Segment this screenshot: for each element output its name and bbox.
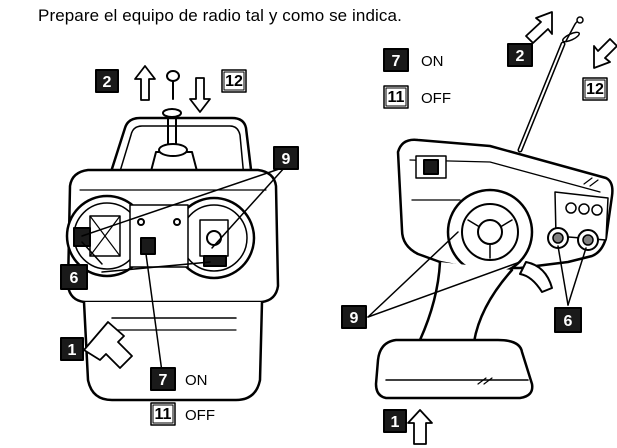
- label-box-6-left: 6: [60, 264, 88, 290]
- svg-text:9: 9: [350, 310, 359, 327]
- svg-text:1: 1: [391, 414, 400, 431]
- label-box-1-left: 1: [60, 337, 84, 361]
- label-box-2-right: 2: [507, 43, 533, 67]
- label-box-6-right: 6: [554, 307, 582, 333]
- arrow-up-icon: [525, 11, 553, 44]
- svg-text:7: 7: [392, 53, 401, 70]
- svg-text:2: 2: [516, 48, 525, 65]
- antenna-icon: [501, 16, 584, 165]
- off-label-left: OFF: [185, 407, 215, 424]
- svg-text:2: 2: [103, 74, 112, 91]
- svg-text:12: 12: [225, 73, 243, 90]
- label-box-11-left: 11: [150, 402, 176, 426]
- svg-text:1: 1: [68, 342, 77, 359]
- arrow-down-icon: [593, 38, 617, 69]
- svg-text:11: 11: [155, 406, 172, 423]
- arrow-up-icon: [83, 321, 133, 369]
- svg-text:7: 7: [159, 372, 168, 389]
- label-box-9-left: 9: [273, 146, 299, 170]
- on-label-right: ON: [421, 53, 444, 70]
- instruction-text: Prepare el equipo de radio tal y como se…: [38, 6, 402, 25]
- antenna-icon: [162, 70, 182, 153]
- label-box-7-left: 7: [150, 367, 176, 391]
- label-box-2-left: 2: [95, 69, 119, 93]
- arrow-up-icon: [134, 65, 156, 101]
- on-label-left: ON: [185, 372, 208, 389]
- label-box-12-right: 12: [582, 77, 608, 101]
- svg-text:12: 12: [586, 81, 604, 98]
- label-box-9-right: 9: [341, 305, 367, 329]
- label-box-11-right: 11: [383, 85, 409, 109]
- arrow-down-icon: [189, 77, 211, 113]
- pistol-transmitter: [374, 16, 614, 400]
- label-box-1-right: 1: [383, 409, 407, 433]
- label-box-12-left: 12: [221, 69, 247, 93]
- svg-text:11: 11: [388, 89, 405, 106]
- arrow-up-icon: [407, 409, 433, 445]
- svg-text:9: 9: [282, 151, 291, 168]
- svg-text:6: 6: [70, 270, 79, 287]
- stick-transmitter: [65, 70, 280, 402]
- label-box-7-right: 7: [383, 48, 409, 72]
- svg-text:6: 6: [564, 313, 573, 330]
- off-label-right: OFF: [421, 90, 451, 107]
